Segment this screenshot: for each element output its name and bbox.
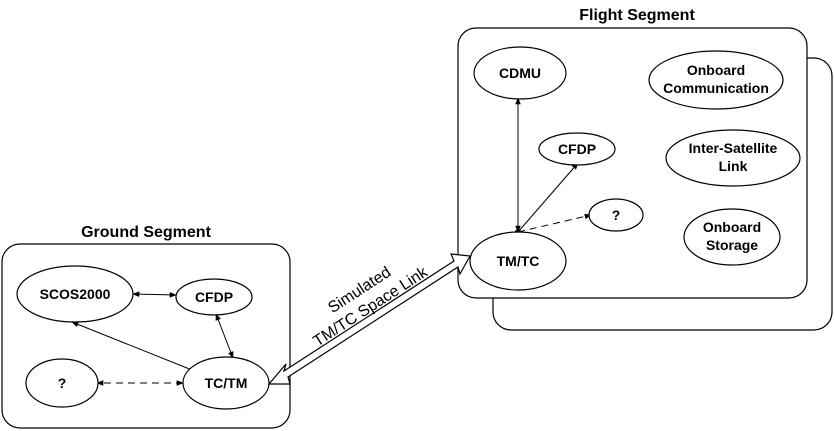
edge-cfdp-tctm [215, 313, 234, 359]
edge-tmtc-cfdp [517, 162, 579, 233]
svg-text:Communication: Communication [663, 80, 769, 96]
node-scos2000: SCOS2000 [16, 265, 134, 323]
space-link-arrow [267, 253, 471, 385]
node-tmtc: TM/TC [469, 231, 567, 291]
svg-text:?: ? [612, 207, 621, 223]
node-inter-satellite-link: Inter-Satellite Link [665, 129, 801, 187]
node-flight-cfdp: CFDP [538, 132, 616, 166]
svg-text:Link: Link [719, 158, 748, 174]
svg-text:TC/TM: TC/TM [205, 375, 248, 391]
edge-scos-cfdp [132, 291, 177, 298]
svg-text:?: ? [58, 375, 67, 391]
flight-segment-title: Flight Segment [579, 7, 695, 24]
svg-text:SCOS2000: SCOS2000 [40, 286, 111, 302]
node-ground-cfdp: CFDP [175, 278, 253, 316]
edge-tmtc-unknown [517, 213, 592, 233]
edge-tctm-scos [71, 321, 193, 371]
svg-text:Onboard: Onboard [687, 62, 745, 78]
space-link-label: Simulated TM/TC Space Link [310, 263, 431, 350]
svg-text:TM/TC: TM/TC [497, 253, 540, 269]
node-ground-unknown: ? [25, 358, 99, 408]
node-onboard-communication: Onboard Communication [648, 50, 784, 110]
svg-text:CDMU: CDMU [499, 65, 541, 81]
ground-segment-title: Ground Segment [81, 224, 211, 241]
svg-text:CFDP: CFDP [558, 141, 596, 157]
svg-text:Storage: Storage [706, 237, 758, 253]
svg-text:CFDP: CFDP [195, 289, 233, 305]
node-flight-unknown: ? [588, 198, 644, 232]
node-cdmu: CDMU [473, 46, 567, 100]
node-onboard-storage: Onboard Storage [683, 208, 781, 266]
node-tctm: TC/TM [182, 356, 270, 410]
svg-text:Inter-Satellite: Inter-Satellite [689, 140, 778, 156]
svg-text:Onboard: Onboard [703, 219, 761, 235]
